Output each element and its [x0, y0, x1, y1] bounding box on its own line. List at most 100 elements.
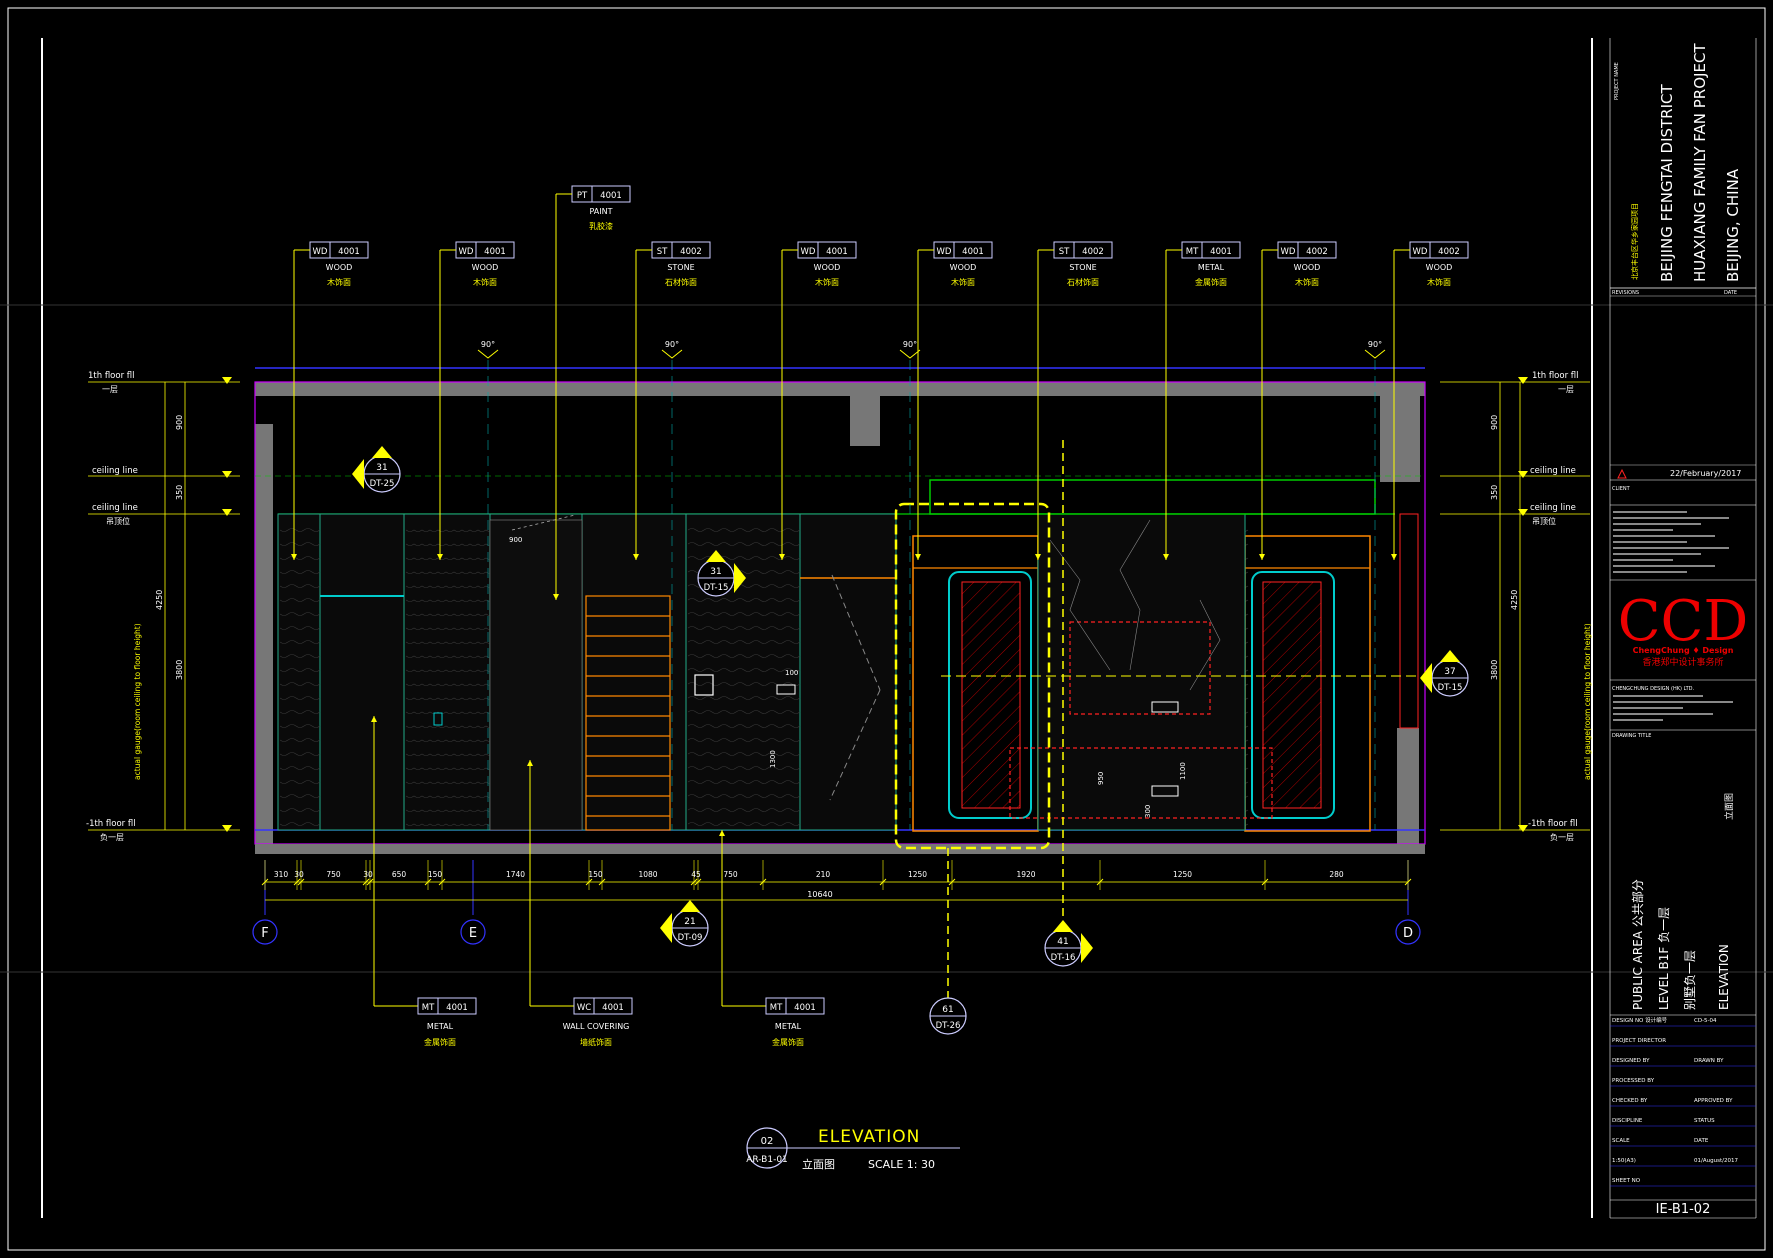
hdim-value: 150 [428, 870, 443, 879]
tb-row-label: DESIGN NO 设计编号 [1612, 1016, 1668, 1024]
hdim-value: 650 [392, 870, 407, 879]
hdim-value: 30 [294, 870, 304, 879]
tb-project-line2: HUAXIANG FAMILY FAN PROJECT [1691, 43, 1709, 282]
callout-code: WD [1281, 247, 1296, 257]
hdim-value: 750 [326, 870, 341, 879]
display-cabinet-right [1244, 535, 1371, 832]
callout-material-zh: 木饰面 [1295, 277, 1319, 287]
callout-code: WD [459, 247, 474, 257]
switch-plate [433, 712, 443, 726]
level-b1-zh-right: 负一层 [1550, 832, 1574, 842]
vdim-3800: 3800 [175, 660, 184, 680]
tb-sheet-title: ELEVATION [1717, 944, 1731, 1010]
callout-material: METAL [775, 1022, 802, 1031]
inner-dim-1100: 1100 [1179, 762, 1187, 780]
angle-label: 90° [665, 340, 679, 349]
wall-left [255, 424, 273, 844]
title-scale: SCALE 1: 30 [868, 1158, 935, 1171]
tb-sheet-title-zh: 立面图 [1723, 793, 1735, 820]
callout-material-zh: 乳胶漆 [589, 221, 613, 231]
callout-code: ST [657, 247, 668, 257]
detail-ref: DT-09 [678, 933, 703, 943]
vertical-dimensions: 900 350 4250 3800 900 350 4250 3800 actu… [133, 382, 1592, 830]
tb-row-label: CHECKED BY [1612, 1098, 1648, 1104]
angle-marker: 90° [661, 340, 683, 359]
callout-material: WOOD [1426, 263, 1453, 272]
vertical-note-right: actual gauge(room ceiling to floor heigh… [1583, 623, 1592, 780]
detail-number: 37 [1444, 667, 1455, 677]
tv-cabinet [1009, 747, 1273, 819]
callout-material: PAINT [589, 207, 612, 216]
tb-area: PUBLIC AREA 公共部分 [1630, 879, 1645, 1010]
level-1f-label-right: 1th floor fll [1532, 371, 1579, 381]
tb-drawing-title-label: DRAWING TITLE [1612, 733, 1651, 739]
detail-number: 21 [684, 917, 695, 927]
hdim-value: 1920 [1016, 870, 1035, 879]
tb-notes-block [1613, 511, 1729, 573]
tb-revisions: REVISIONS [1612, 290, 1639, 296]
inner-dimensions: 900 1300 100 950 1100 300 [509, 536, 1187, 818]
level-1f-label: 1th floor fll [88, 371, 135, 381]
callout-number: 4001 [338, 247, 360, 257]
callout-material-zh: 木饰面 [473, 277, 497, 287]
detail-number: 31 [710, 567, 721, 577]
tb-company: CHENGCHUNG DESIGN (HK) LTD. [1612, 686, 1695, 692]
tb-row-label: SHEET NO [1612, 1178, 1641, 1184]
vdim-4250-right: 4250 [1510, 590, 1519, 610]
grid-axis-bubble: F [252, 919, 278, 945]
callout-material-zh: 木饰面 [1427, 277, 1451, 287]
vertical-note: actual gauge(room ceiling to floor heigh… [133, 623, 142, 780]
callout-material-zh: 木饰面 [951, 277, 975, 287]
callout-material: METAL [1198, 263, 1225, 272]
tb-row-label: DESIGNED BY [1612, 1058, 1650, 1064]
level-ceiling-zh-right: 吊顶位 [1532, 516, 1556, 526]
callout-number: 4001 [826, 247, 848, 257]
level-ceiling-zh: 吊顶位 [106, 516, 130, 526]
angle-marker: 90° [899, 340, 921, 359]
level-b1-label-right: -1th floor fll [1528, 819, 1578, 829]
angle-label: 90° [481, 340, 495, 349]
ccd-logo: CCD [1618, 589, 1749, 654]
elevation-drawing [254, 360, 1426, 1000]
detail-ref: DT-16 [1051, 953, 1076, 963]
title-label-zh: 立面图 [802, 1157, 835, 1171]
detail-number: 61 [942, 1005, 953, 1015]
hdim-value: 1080 [638, 870, 657, 879]
tb-level2: 别墅负一层 [1683, 950, 1697, 1010]
callout-material-zh: 石材饰面 [665, 277, 697, 287]
ceiling-bulkhead [929, 479, 1376, 515]
tb-row-value: DRAWN BY [1694, 1058, 1724, 1064]
wall-right [1397, 728, 1419, 844]
callout-material-zh: 墙纸饰面 [580, 1037, 612, 1047]
vdim-4250: 4250 [155, 590, 164, 610]
title-number: 02 [761, 1136, 774, 1147]
callout-number: 4002 [1082, 247, 1104, 257]
door-swing-line [831, 574, 881, 691]
level-markers-right: 1th floor fll 一层 ceiling line ceiling li… [1440, 371, 1590, 842]
hdim-value: 150 [588, 870, 603, 879]
tb-rev-date: 22/February/2017 [1670, 469, 1741, 478]
tb-level: LEVEL B1F 负一层 [1657, 907, 1671, 1010]
angle-label: 90° [903, 340, 917, 349]
callout-code: MT [422, 1003, 435, 1013]
door-swing-line-2 [829, 689, 881, 801]
callout-code: WD [801, 247, 816, 257]
ccd-logo-sub: ChengChung ♦ Design [1633, 646, 1734, 655]
callout-material-zh: 木饰面 [815, 277, 839, 287]
callout-number: 4002 [680, 247, 702, 257]
detail-ref: DT-26 [936, 1021, 961, 1031]
